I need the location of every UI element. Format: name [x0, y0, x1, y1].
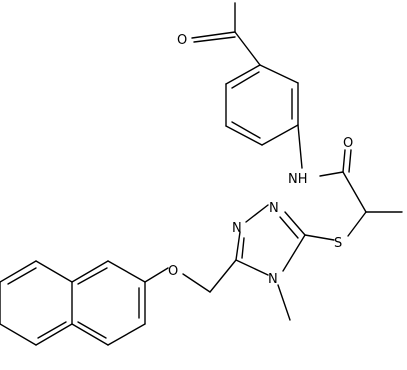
ring-inner-bond	[77, 321, 107, 339]
ring-bond	[261, 124, 299, 146]
atom-triazole-n4: N	[268, 272, 278, 287]
atom-triazole-n2: N	[232, 221, 242, 236]
ring-bond	[0, 260, 37, 283]
ring-bond	[71, 260, 109, 283]
acetyl-group	[191, 2, 261, 66]
atom-amide-o: O	[343, 136, 353, 151]
atom-ketone-o: O	[177, 33, 187, 48]
bond-n-methyl	[277, 284, 291, 321]
ring-bond	[282, 234, 306, 272]
naphthalene-ring	[0, 260, 146, 346]
ring-bond-double	[241, 237, 245, 259]
bond-ring-nh	[297, 124, 303, 169]
ring-inner-bond	[37, 321, 67, 339]
atom-triazole-n1: N	[269, 201, 279, 216]
ring-inner-bond	[231, 121, 261, 139]
oxymethyl-linker	[144, 259, 237, 293]
ring-bond	[284, 211, 306, 236]
bond-alpha-s	[347, 211, 367, 237]
ring-bond	[235, 231, 241, 261]
bond-ch2-o	[182, 273, 211, 293]
ring-inner-bond	[7, 267, 37, 285]
ring-bond	[225, 125, 263, 146]
bond-s-triazole	[304, 234, 335, 241]
bond-ring-ch2	[209, 259, 237, 293]
ring-bond	[0, 323, 37, 346]
atom-amide-nh: NH	[288, 172, 308, 187]
ring-bond	[245, 204, 269, 223]
ring-bond	[259, 64, 299, 84]
bond-nh-carbonyl	[319, 171, 344, 177]
bond-acetyl-ring	[234, 31, 261, 66]
bond-o-naphthyl	[144, 267, 169, 283]
ring-bond	[35, 260, 73, 283]
amide-group	[297, 124, 403, 237]
ring-bond	[107, 323, 146, 346]
bond-carbonyl-2	[193, 36, 236, 43]
atom-thioether-s: S	[334, 236, 342, 251]
bond-amide-co-1	[342, 149, 346, 173]
atom-ether-o: O	[168, 264, 178, 279]
phenyl-ring	[225, 64, 299, 146]
bond-carbonyl-alpha	[342, 171, 367, 213]
ring-bond	[71, 323, 109, 346]
triazole-ring	[235, 204, 306, 276]
bond-carbonyl-1	[191, 31, 236, 39]
ring-bond	[107, 260, 146, 283]
ring-inner-bond	[77, 267, 108, 285]
ring-bond	[235, 259, 269, 276]
ring-bond	[225, 64, 261, 85]
ring-bond-double	[279, 216, 299, 239]
ring-bond	[35, 323, 73, 346]
bond-amide-co-2	[348, 149, 352, 173]
ring-inner-bond	[231, 71, 260, 89]
